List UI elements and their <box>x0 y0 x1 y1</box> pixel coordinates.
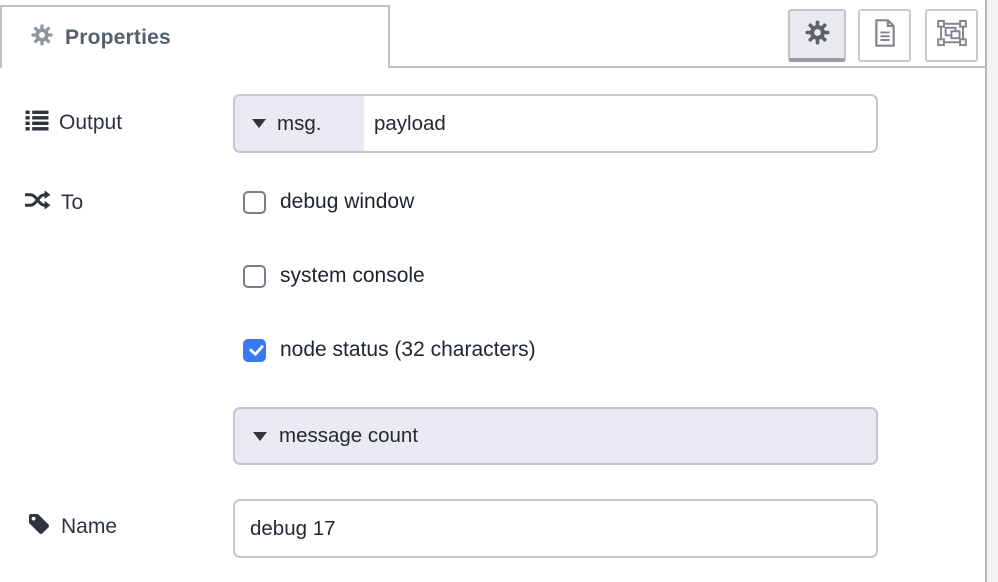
output-typed-input[interactable]: msg. payload <box>233 94 878 153</box>
checkbox-row-debug-window[interactable]: debug window <box>243 190 414 214</box>
node-status-label: node status (32 characters) <box>280 338 536 361</box>
panel-scroll-gutter <box>987 0 998 582</box>
to-label: To <box>24 188 83 218</box>
panel-edge-divider <box>985 0 987 582</box>
tab-properties[interactable]: Properties <box>0 5 390 68</box>
file-text-icon <box>871 18 899 53</box>
debug-window-checkbox[interactable] <box>243 190 266 214</box>
tab-bottom-rule <box>388 66 986 68</box>
output-type-label: msg. <box>277 111 322 135</box>
system-console-checkbox[interactable] <box>243 264 266 288</box>
checkbox-row-system-console[interactable]: system console <box>243 264 425 288</box>
system-console-label: system console <box>280 264 425 287</box>
status-value-label: message count <box>279 424 419 447</box>
description-tab-button[interactable] <box>858 9 911 62</box>
name-label: Name <box>27 513 117 540</box>
list-icon <box>25 108 49 138</box>
tab-title: Properties <box>65 25 171 49</box>
chevron-down-icon <box>253 431 267 441</box>
status-value-dropdown[interactable]: message count <box>233 407 878 465</box>
object-group-icon <box>936 18 967 53</box>
appearance-tab-button[interactable] <box>925 9 978 62</box>
debug-window-label: debug window <box>280 190 415 213</box>
output-type-select-button[interactable]: msg. <box>235 96 364 151</box>
properties-tab-button[interactable] <box>788 9 846 62</box>
shuffle-icon <box>24 188 51 218</box>
gear-icon <box>804 19 831 51</box>
checkbox-row-node-status[interactable]: node status (32 characters) <box>243 338 536 362</box>
node-status-checkbox[interactable] <box>243 338 266 362</box>
output-label: Output <box>25 109 122 136</box>
name-input[interactable] <box>233 499 878 558</box>
gear-icon <box>30 23 54 52</box>
tag-icon <box>27 512 51 542</box>
output-property-value[interactable]: payload <box>374 111 446 135</box>
chevron-down-icon <box>252 119 266 128</box>
